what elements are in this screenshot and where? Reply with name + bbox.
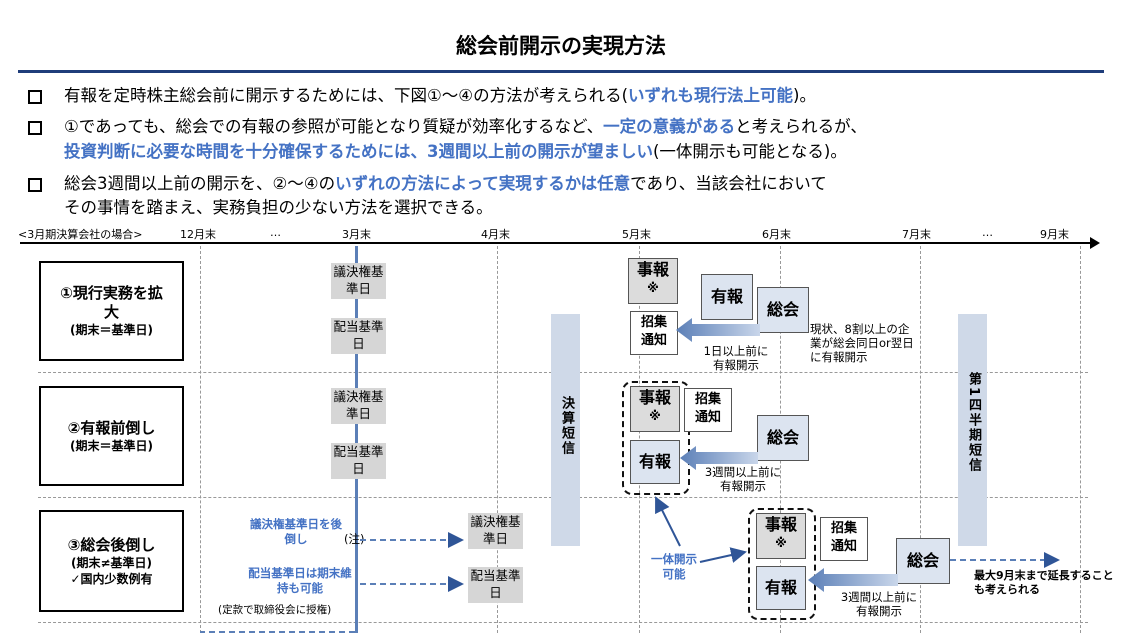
bullet-2-text-end: (一体開示も可能となる)。: [652, 142, 847, 161]
r1-arrow-note-text: 1日以上前に有報開示: [703, 344, 769, 372]
bullet-3-line-2: その事情を踏まえ、実務負担の少ない方法を選択できる。: [64, 198, 493, 217]
r2-jiho-note: ※: [649, 409, 661, 423]
bullet-2-highlight: 一定の意義がある: [603, 117, 736, 136]
ittai-kaiji-label: 一体開示可能: [651, 552, 697, 581]
timeline-label-ellipsis: …: [270, 226, 281, 239]
r3-jiho-doc: 事報 ※: [756, 513, 806, 559]
r2-giketsu-cell: 議決権基準日: [331, 388, 386, 424]
r2-shoshu-doc: 招集通知: [684, 388, 732, 432]
r1-arrow: [676, 318, 760, 342]
r3-giketsu-note: (注): [344, 532, 365, 546]
bullet-3-text-mid: であり、当該会社において: [630, 174, 827, 193]
r3-ittai-dashbox: [748, 508, 816, 620]
row-1-title: ①現行実務を拡大: [60, 284, 163, 321]
timeline-label-dec: 12月末: [180, 228, 216, 241]
r1-current-note: 現状、8割以上の企業が総会同日or翌日に有報開示: [810, 322, 914, 364]
r3-haito-cell: 配当基準日: [468, 567, 523, 603]
kessan-tanshin-bar: [551, 314, 580, 546]
bullet-2-text-mid: と考えられるが、: [735, 117, 867, 136]
r2-sokai-box: 総会: [757, 415, 809, 461]
r1-yuho-doc: 有報: [701, 274, 753, 320]
title-rule: [18, 70, 1104, 73]
r1-jiho-doc: 事報 ※: [628, 258, 678, 304]
r1-shoshu-doc: 招集通知: [630, 311, 678, 355]
timeline-label-mar: 3月末: [342, 228, 371, 241]
r1-jiho-note: ※: [647, 281, 659, 295]
r1-giketsu-cell: 議決権基準日: [331, 263, 386, 299]
r3-shoshu-doc: 招集通知: [820, 517, 868, 561]
r2-yuho-doc: 有報: [630, 440, 680, 484]
r1-arrow-note: 1日以上前に有報開示: [700, 344, 772, 372]
grid-line-sep: [1080, 246, 1081, 633]
row-1-subtitle: (期末＝基準日): [70, 323, 153, 337]
timeline-axis: [20, 237, 1100, 249]
grid-line-dec: [200, 246, 201, 633]
bullet-2-highlight-2: 投資判断に必要な時間を十分確保するためには、3週間以上前の開示が望ましい: [64, 142, 653, 161]
bullet-2-text: ①であっても、総会での有報の参照が可能となり質疑が効率化するなど、: [64, 117, 604, 136]
bullet-1-text: 有報を定時株主総会前に開示するためには、下図①～④の方法が考えられる(: [64, 86, 629, 105]
row-1-header: ①現行実務を拡大 (期末＝基準日): [39, 261, 184, 361]
page-title: 総会前開示の実現方法: [456, 34, 666, 58]
r3-yuho-doc: 有報: [756, 566, 806, 610]
grid-line-apr: [497, 246, 498, 633]
row-2-header: ②有報前倒し (期末＝基準日): [39, 386, 184, 486]
r1-haito-cell: 配当基準日: [331, 318, 386, 354]
bullet-square-icon: [28, 178, 42, 192]
r2-jiho-doc: 事報 ※: [630, 386, 680, 432]
r3-haito-keep-text: 配当基準日は期末維持も可能: [248, 566, 352, 595]
timeline-label-may: 5月末: [622, 228, 651, 241]
r3-haito-note: (定款で取締役会に授権): [218, 604, 332, 616]
kessan-tanshin-label: 決算短信: [559, 396, 574, 456]
connector-arrows: [200, 496, 1060, 633]
row-2-subtitle: (期末＝基準日): [70, 438, 153, 453]
timeline-label-jun: 6月末: [762, 228, 791, 241]
row-2-title: ②有報前倒し: [67, 418, 156, 437]
r3-sokai-box: 総会: [896, 538, 950, 584]
r3-jiho-label: 事報: [764, 515, 797, 534]
r3-shoshu-label: 招集通知: [830, 521, 857, 554]
bullet-square-icon: [28, 121, 42, 135]
r3-giketsu-move-label: 議決権基準日を後倒し: [250, 517, 342, 546]
q1-tanshin-label: 第1四半期短信: [966, 372, 981, 474]
timeline-label-sep: 9月末: [1040, 228, 1069, 241]
r2-arrow-note: 3週間以上前に有報開示: [700, 465, 786, 493]
r3-arrow-note: 3週間以上前に有報開示: [836, 590, 922, 618]
r2-ittai-dashbox: [622, 381, 690, 495]
r3-arrow: [808, 568, 898, 592]
r3-arrow-note-text: 3週間以上前に有報開示: [840, 590, 918, 618]
grid-line-may: [639, 246, 640, 633]
row-3-header: ③総会後倒し (期末≠基準日) ✓国内少数例有: [39, 510, 184, 612]
r1-jiho-label: 事報: [636, 260, 669, 279]
r2-jiho-label: 事報: [638, 388, 671, 407]
row-divider-3: [38, 622, 1088, 623]
row-3-subtitle: (期末≠基準日): [70, 555, 153, 570]
r2-arrow-note-text: 3週間以上前に有報開示: [704, 465, 782, 493]
row-3-title: ③総会後倒し: [67, 535, 156, 554]
r3-giketsu-cell: 議決権基準日: [468, 513, 523, 549]
timeline-label-apr: 4月末: [481, 228, 510, 241]
bullet-square-icon: [28, 90, 42, 104]
bullet-1-text-end: )。: [793, 86, 816, 105]
r3-giketsu-move-text: 議決権基準日を後倒し(注): [248, 517, 364, 547]
row-3-note: ✓国内少数例有: [70, 571, 153, 586]
r1-shoshu-label: 招集通知: [640, 315, 667, 348]
bullet-1-highlight: いずれも現行法上可能: [628, 86, 794, 105]
bullet-3-text: 総会3週間以上前の開示を、②～④の: [64, 174, 336, 193]
grid-line-jul: [920, 246, 921, 633]
r2-arrow: [680, 446, 758, 470]
bullet-3-highlight: いずれの方法によって実現するかは任意: [335, 174, 631, 193]
q1-tanshin-bar: [958, 314, 987, 546]
timeline-prefix: <3月期決算会社の場合>: [18, 228, 143, 241]
r1-sokai-box: 総会: [757, 287, 809, 333]
timeline-label-jul: 7月末: [902, 228, 931, 241]
r3-jiho-note: ※: [775, 536, 787, 550]
r2-haito-cell: 配当基準日: [331, 443, 386, 479]
march-end-line: [355, 246, 358, 633]
r2-shoshu-label: 招集通知: [694, 392, 721, 425]
timeline-label-ellipsis-2: …: [982, 226, 993, 239]
r3-extend-note: 最大9月末まで延長することも考えられる: [974, 569, 1114, 596]
